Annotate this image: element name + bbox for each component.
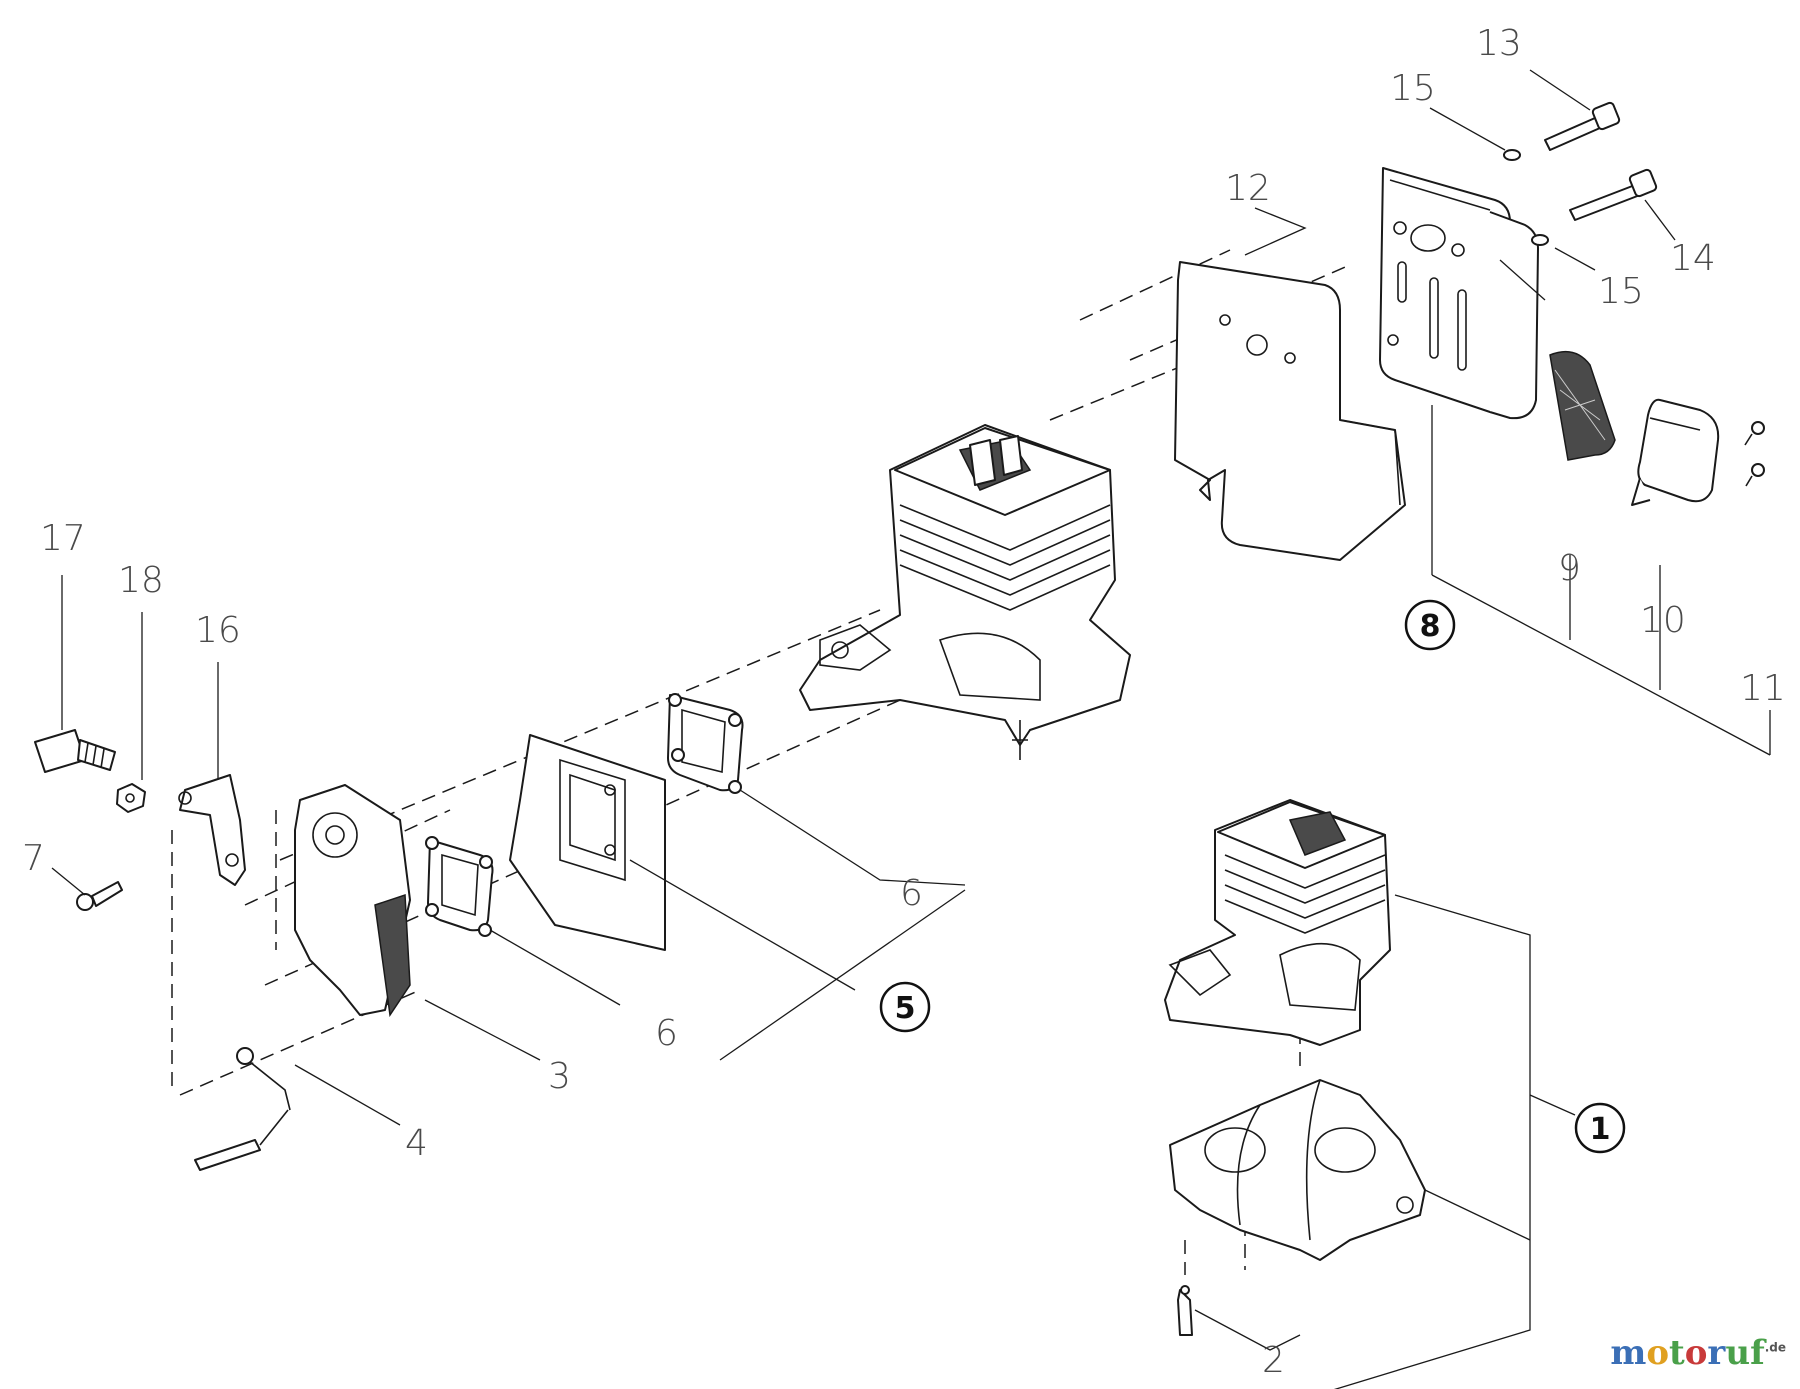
callout-6-upper: 6	[900, 873, 923, 914]
screw	[76, 881, 123, 911]
cover-screws	[1744, 421, 1765, 487]
callout-15-top: 15	[1390, 68, 1436, 109]
throttle-link	[194, 1047, 291, 1171]
svg-text:5: 5	[895, 991, 916, 1026]
circled-callout-8: 8	[1404, 599, 1456, 651]
callout-7: 7	[22, 838, 45, 879]
callout-12: 12	[1225, 168, 1271, 209]
svg-text:8: 8	[1420, 609, 1441, 644]
bracket	[178, 774, 246, 886]
callout-15-lower: 15	[1598, 271, 1644, 312]
circled-callouts: 8 5 1	[879, 599, 1626, 1154]
callout-2: 2	[1262, 1340, 1285, 1381]
callout-11: 11	[1740, 668, 1786, 709]
adjuster-screw	[34, 729, 116, 773]
muffler-bolts	[1503, 101, 1658, 246]
spark-arrester-screen	[1549, 350, 1616, 461]
callout-9: 9	[1558, 548, 1581, 589]
assembly-dashed-lines	[171, 249, 1351, 1275]
callouts: 13 15 12 14 15 9 10 11 17 18 16 7 6 6 3 …	[22, 23, 1786, 1381]
circled-callout-1: 1	[1574, 1102, 1626, 1154]
crankcase	[1169, 1079, 1426, 1261]
nut	[116, 783, 146, 813]
callout-6-lower: 6	[655, 1013, 678, 1054]
callout-14: 14	[1670, 238, 1716, 279]
engine-block-assembled	[799, 424, 1131, 760]
svg-text:1: 1	[1590, 1112, 1611, 1147]
cylinder-assembly	[1164, 799, 1391, 1046]
insulator-plate	[509, 734, 666, 951]
circled-callout-5: 5	[879, 981, 931, 1033]
callout-3: 3	[548, 1056, 571, 1097]
crankcase-bolt	[1177, 1285, 1193, 1336]
callout-13: 13	[1476, 23, 1522, 64]
gasket-lower	[425, 836, 494, 937]
carburetor-adapter	[294, 784, 411, 1018]
callout-10: 10	[1640, 600, 1686, 641]
heat-shield	[1174, 261, 1406, 561]
callout-4: 4	[405, 1123, 428, 1164]
callout-16: 16	[195, 610, 241, 651]
gasket-upper	[667, 693, 744, 794]
callout-18: 18	[118, 560, 164, 601]
motoruf-logo: motoruf.de	[1610, 1333, 1786, 1373]
leader-lines	[51, 69, 1771, 1389]
callout-17: 17	[40, 518, 86, 559]
muffler-body	[1379, 167, 1539, 420]
muffler-cover	[1631, 398, 1720, 506]
